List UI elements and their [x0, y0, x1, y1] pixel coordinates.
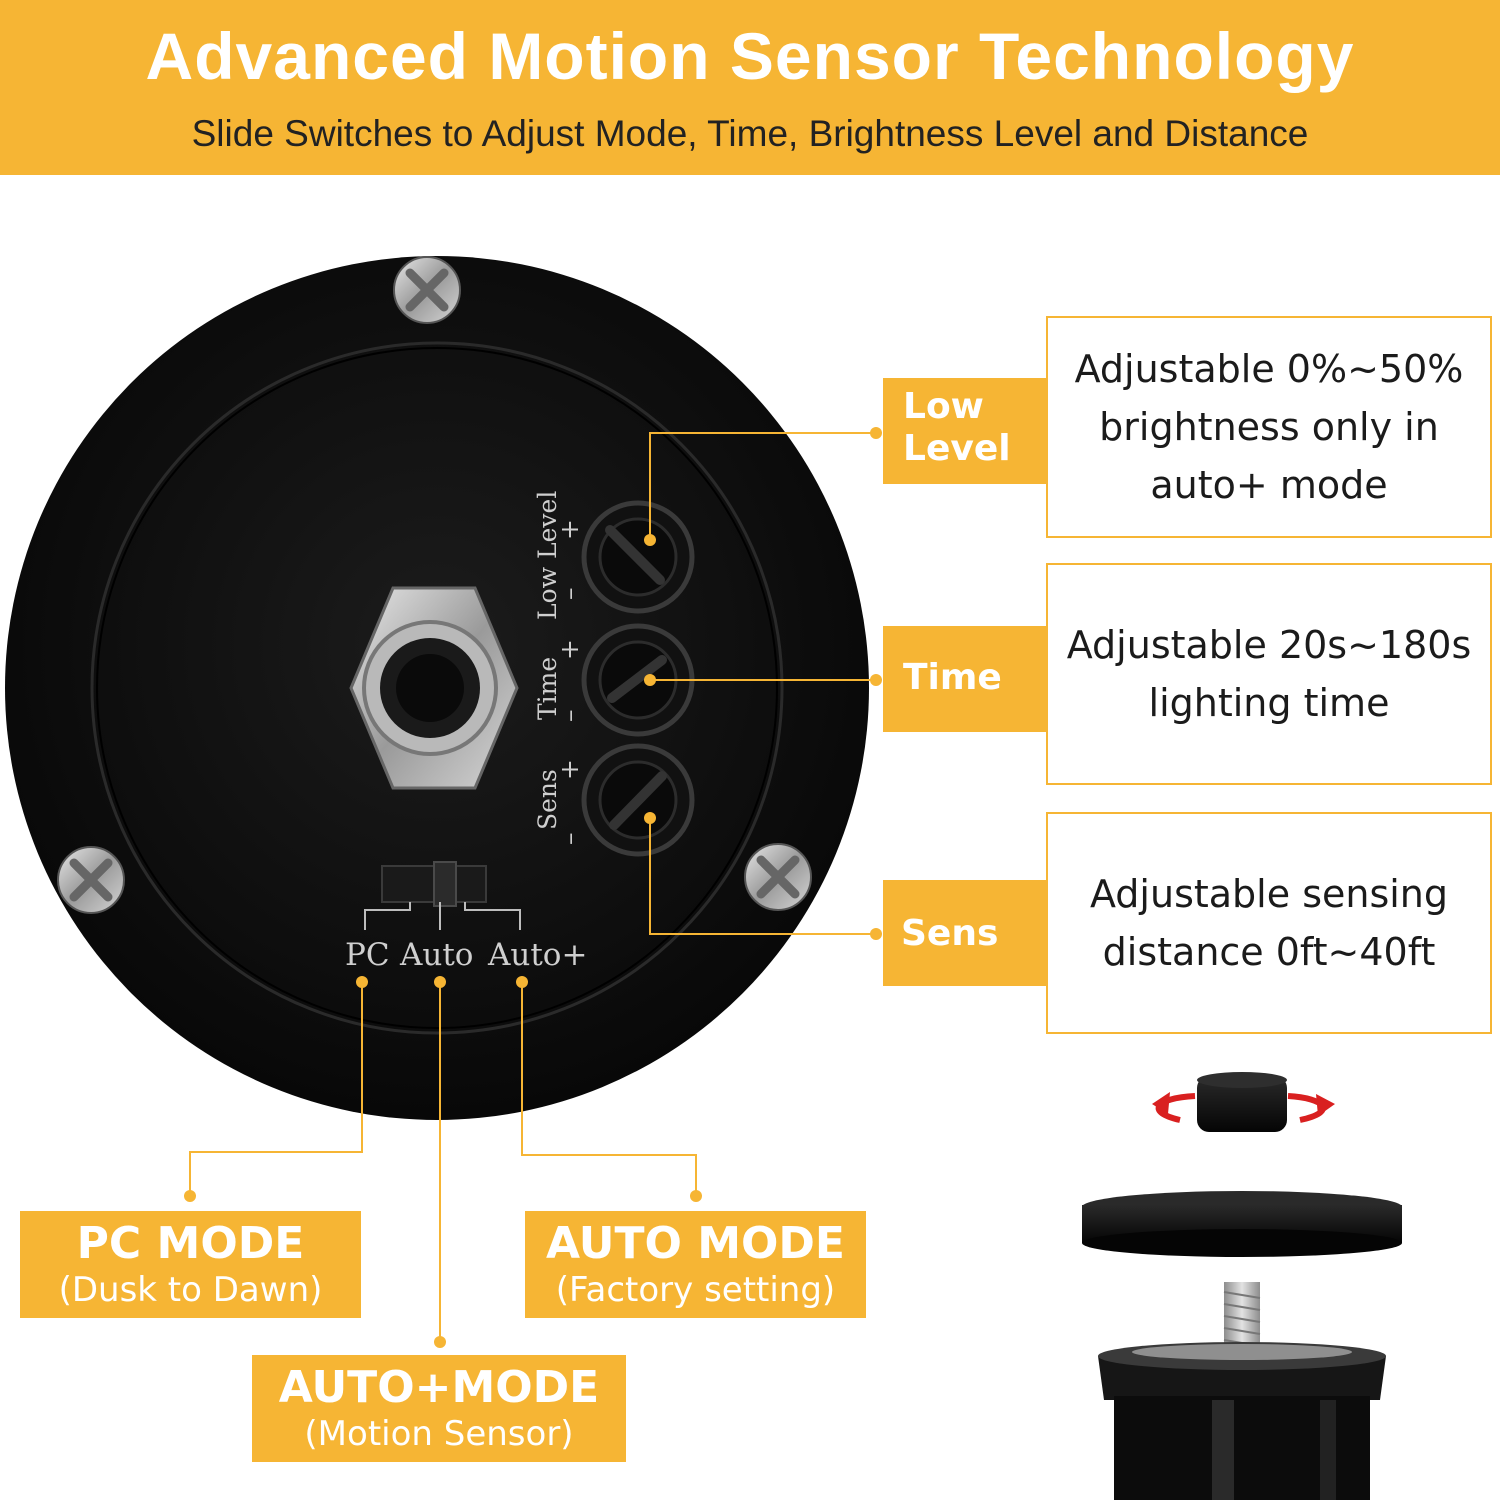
- sens-dial[interactable]: [581, 743, 695, 857]
- callout-dots: [184, 427, 882, 1348]
- infobox-time: Adjustable 20s~180s lighting time: [1046, 563, 1492, 785]
- light-post-body: [1098, 1342, 1386, 1500]
- mode-title-auto: AUTO MODE: [546, 1218, 845, 1269]
- screw-icon: [57, 846, 125, 914]
- mode-subtitle-auto: (Factory setting): [555, 1270, 836, 1310]
- time-dial[interactable]: [581, 623, 695, 737]
- switch-label-auto-plus: Auto+: [487, 937, 587, 973]
- mode-title-auto-plus: AUTO+MODE: [278, 1362, 600, 1413]
- cable-gland-nut: [349, 586, 519, 790]
- mode-slide-switch[interactable]: [364, 861, 521, 930]
- dial-plus-low-level: +: [555, 519, 584, 540]
- dial-label-time: Time: [533, 657, 562, 720]
- mode-subtitle-pc: (Dusk to Dawn): [58, 1270, 323, 1310]
- infobox-sens: Adjustable sensing distance 0ft~40ft: [1046, 812, 1492, 1034]
- header-banner: Advanced Motion Sensor Technology Slide …: [0, 0, 1500, 175]
- dial-minus-sens: –: [555, 833, 584, 846]
- dial-plus-sens: +: [555, 759, 584, 780]
- switch-label-pc: PC: [345, 937, 390, 973]
- infobox-low-level: Adjustable 0%~50% brightness only in aut…: [1046, 316, 1492, 538]
- sensor-cap-knob: [1197, 1072, 1287, 1132]
- dial-label-low-level: Low Level: [533, 491, 562, 620]
- mode-box-auto-plus: AUTO+MODE (Motion Sensor): [252, 1355, 626, 1462]
- dial-plus-time: +: [555, 639, 584, 660]
- tag-sens: Sens: [883, 880, 1047, 986]
- page-title: Advanced Motion Sensor Technology: [145, 19, 1355, 93]
- dial-minus-low-level: –: [555, 588, 584, 601]
- mode-box-auto: AUTO MODE (Factory setting): [525, 1211, 866, 1318]
- tag-time: Time: [883, 626, 1047, 732]
- dial-label-sens: Sens: [533, 769, 562, 830]
- page-subtitle: Slide Switches to Adjust Mode, Time, Bri…: [191, 113, 1309, 154]
- rotate-arrow-icon: [1152, 1092, 1335, 1123]
- dial-minus-time: –: [555, 710, 584, 723]
- callout-leader-lines: [189, 432, 875, 1342]
- mounting-plate: [1082, 1191, 1402, 1257]
- low-level-dial[interactable]: [581, 500, 695, 614]
- tag-low-level: Low Level: [883, 378, 1047, 484]
- mode-box-pc: PC MODE (Dusk to Dawn): [20, 1211, 361, 1318]
- threaded-bolt: [1223, 1282, 1261, 1352]
- switch-label-auto: Auto: [399, 937, 473, 973]
- screw-icon: [393, 256, 461, 324]
- mode-subtitle-auto-plus: (Motion Sensor): [304, 1414, 574, 1454]
- screw-icon: [744, 843, 812, 911]
- mode-title-pc: PC MODE: [76, 1218, 305, 1269]
